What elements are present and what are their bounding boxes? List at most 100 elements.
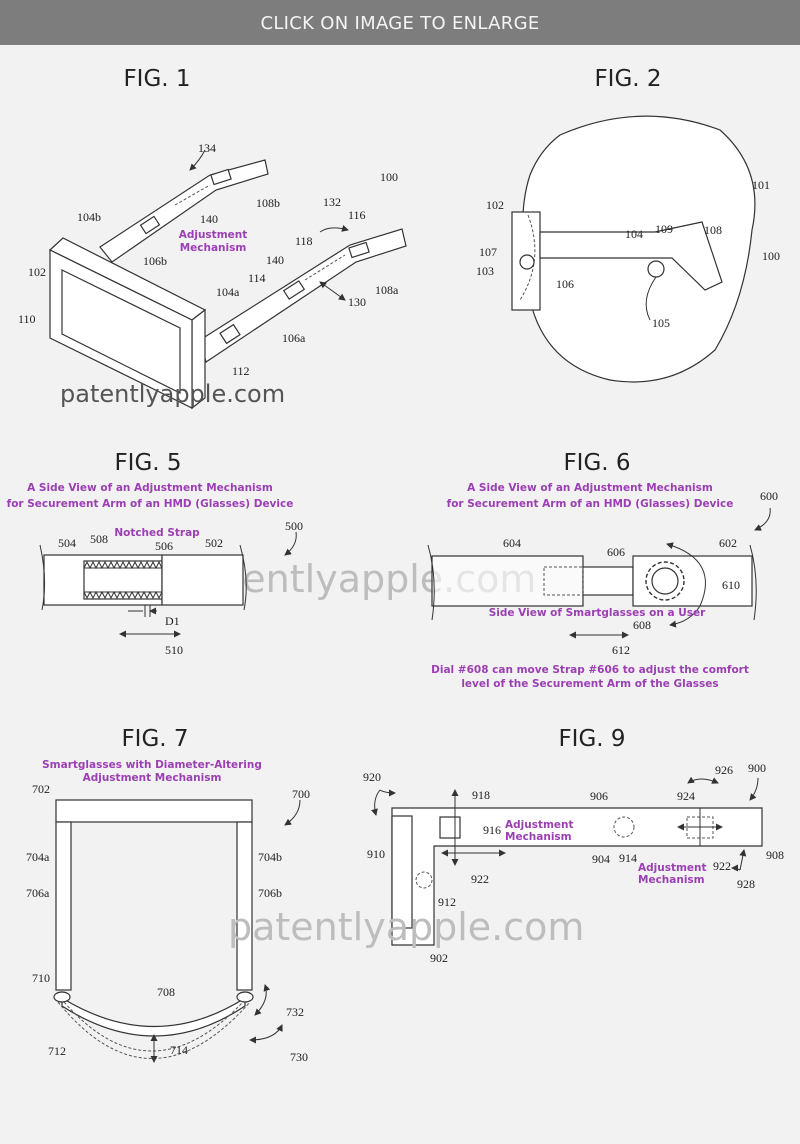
dial-caption-line: level of the Securement Arm of the Glass… (461, 678, 718, 690)
ref-label: 700 (292, 787, 310, 801)
ref-label: 714 (170, 1043, 188, 1057)
annotation-mechanism: Mechanism (180, 242, 247, 254)
ref-label: 110 (18, 312, 36, 326)
annotation-adjustment: Adjustment (638, 862, 707, 874)
figure-title: FIG. 6 (563, 450, 630, 476)
head-drawing (511, 115, 756, 383)
annotation-adjustment: Adjustment (505, 819, 574, 831)
ref-label: 608 (633, 618, 651, 632)
ref-label: 118 (295, 234, 313, 248)
frame-top-view-drawing (53, 799, 301, 1063)
ref-label: 140 (266, 253, 284, 267)
annotation-mechanism: Mechanism (638, 874, 705, 886)
figure-2: FIG. 2 101 102 107 103 104 109 108 100 1… (476, 66, 780, 383)
ref-label: 922 (713, 859, 731, 873)
reference-numerals: 920 918 906 900 926 924 916 910 904 914 … (363, 761, 784, 965)
figure-7: FIG. 7 Smartglasses with Diameter-Alteri… (26, 726, 310, 1064)
ref-label: 500 (285, 519, 303, 533)
ref-label: 508 (90, 532, 108, 546)
ref-label: 140 (200, 212, 218, 226)
enlarge-banner[interactable]: CLICK ON IMAGE TO ENLARGE (0, 0, 800, 45)
ref-label: 504 (58, 536, 76, 550)
ref-label: 107 (479, 245, 497, 259)
figure-title: FIG. 7 (121, 726, 188, 752)
ref-label: 106b (143, 254, 167, 268)
ref-label: 704a (26, 850, 50, 864)
ref-label: D1 (165, 614, 180, 628)
ref-label: 101 (752, 178, 770, 192)
caption-line: A Side View of an Adjustment Mechanism (27, 482, 273, 494)
ref-label: 108 (704, 223, 722, 237)
banner-background (0, 0, 800, 45)
ref-label: 912 (438, 895, 456, 909)
reference-numerals: 702 700 704a 704b 706a 706b 710 708 712 … (26, 782, 310, 1064)
caption-line: for Securement Arm of an HMD (Glasses) D… (7, 498, 294, 510)
ref-label: 712 (48, 1044, 66, 1058)
ref-label: 606 (607, 545, 625, 559)
ref-label: 130 (348, 295, 366, 309)
figure-title: FIG. 2 (594, 66, 661, 92)
ref-label: 108a (375, 283, 399, 297)
strap-drawing (39, 531, 297, 638)
ref-label: 904 (592, 852, 610, 866)
ref-label: 134 (198, 141, 216, 155)
ref-label: 106 (556, 277, 574, 291)
ref-label: 104 (625, 227, 643, 241)
figure-title: FIG. 9 (558, 726, 625, 752)
ref-label: 906 (590, 789, 608, 803)
side-view-annotation: Side View of Smartglasses on a User (489, 607, 706, 619)
arm-drawing (371, 776, 763, 946)
notched-strap-annotation: Notched Strap (114, 527, 200, 539)
ref-label: 908 (766, 848, 784, 862)
ref-label: 102 (486, 198, 504, 212)
reference-numerals: 134 108b 104b 106b 140 100 132 116 118 1… (18, 141, 399, 378)
watermark: patentlyapple.com (228, 905, 584, 949)
ref-label: 104b (77, 210, 101, 224)
ref-label: 900 (748, 761, 766, 775)
ref-label: 103 (476, 264, 494, 278)
ref-label: 704b (258, 850, 282, 864)
reference-numerals: 600 604 606 602 610 608 612 (503, 489, 778, 657)
ref-label: 916 (483, 823, 501, 837)
figure-title: FIG. 5 (114, 450, 181, 476)
ref-label: 706b (258, 886, 282, 900)
ref-label: 602 (719, 536, 737, 550)
figure-9: FIG. 9 920 918 906 900 926 924 (363, 726, 784, 965)
ref-label: 914 (619, 851, 637, 865)
ref-label: 922 (471, 872, 489, 886)
ref-label: 902 (430, 951, 448, 965)
annotation-adjustment: Adjustment (179, 229, 248, 241)
ref-label: 610 (722, 578, 740, 592)
ref-label: 102 (28, 265, 46, 279)
ref-label: 706a (26, 886, 50, 900)
ref-label: 104a (216, 285, 240, 299)
ref-label: 132 (323, 195, 341, 209)
caption-line: Adjustment Mechanism (83, 772, 222, 784)
ref-label: 732 (286, 1005, 304, 1019)
reference-numerals: 101 102 107 103 104 109 108 100 106 105 (476, 178, 780, 330)
ref-label: 926 (715, 763, 733, 777)
ref-label: 112 (232, 364, 250, 378)
ref-label: 502 (205, 536, 223, 550)
banner-text[interactable]: CLICK ON IMAGE TO ENLARGE (260, 13, 539, 34)
caption-line: Smartglasses with Diameter-Altering (42, 759, 262, 771)
ref-label: 100 (380, 170, 398, 184)
ref-label: 928 (737, 877, 755, 891)
ref-label: 920 (363, 770, 381, 784)
figure-1: FIG. 1 134 108b 104b 106b 140 100 (18, 66, 407, 410)
ref-label: 600 (760, 489, 778, 503)
ref-label: 109 (655, 222, 673, 236)
ref-label: 114 (248, 271, 266, 285)
reference-numerals: 504 508 506 502 500 D1 510 (58, 519, 303, 657)
ref-label: 510 (165, 643, 183, 657)
watermark: patentlyapple.com (60, 380, 285, 408)
ref-label: 105 (652, 316, 670, 330)
ref-label: 910 (367, 847, 385, 861)
ref-label: 106a (282, 331, 306, 345)
caption-line: for Securement Arm of an HMD (Glasses) D… (447, 498, 734, 510)
glasses-drawing (48, 149, 407, 410)
ref-label: 730 (290, 1050, 308, 1064)
ref-label: 100 (762, 249, 780, 263)
ref-label: 710 (32, 971, 50, 985)
